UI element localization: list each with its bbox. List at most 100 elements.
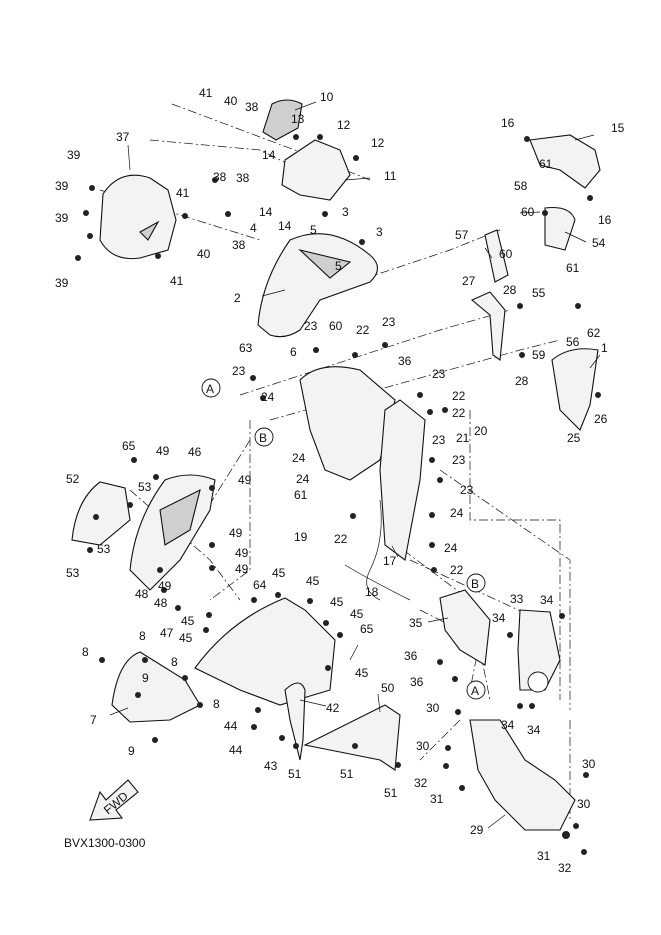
label-45a: 45 bbox=[272, 566, 286, 580]
label-47: 47 bbox=[160, 626, 174, 640]
side-panel-right bbox=[551, 348, 599, 431]
label-12a: 12 bbox=[337, 118, 351, 132]
label-34c: 34 bbox=[501, 718, 515, 732]
label-35: 35 bbox=[409, 616, 423, 630]
bracket-27 bbox=[470, 291, 506, 361]
label-30d: 30 bbox=[577, 797, 591, 811]
label-36b: 36 bbox=[404, 649, 418, 663]
label-48b: 48 bbox=[154, 596, 168, 610]
label-56: 56 bbox=[566, 335, 580, 349]
svg-text:B: B bbox=[471, 577, 479, 591]
label-45c: 45 bbox=[330, 595, 344, 609]
svg-text:A: A bbox=[206, 382, 214, 396]
label-14a: 14 bbox=[262, 148, 276, 162]
label-1: 1 bbox=[601, 341, 608, 355]
label-14b: 14 bbox=[259, 205, 273, 219]
label-11: 11 bbox=[384, 169, 397, 183]
label-9a: 9 bbox=[142, 671, 149, 685]
cable-18 bbox=[344, 564, 411, 601]
label-46: 46 bbox=[188, 445, 202, 459]
label-7: 7 bbox=[90, 713, 97, 727]
label-23f: 23 bbox=[452, 453, 466, 467]
svg-text:A: A bbox=[471, 684, 479, 698]
label-61b: 61 bbox=[566, 261, 580, 275]
label-53a: 53 bbox=[138, 480, 152, 494]
label-60b: 60 bbox=[521, 205, 535, 219]
label-13: 13 bbox=[291, 112, 305, 126]
label-32b: 32 bbox=[558, 861, 572, 875]
label-22a: 22 bbox=[356, 323, 370, 337]
label-57: 57 bbox=[455, 228, 469, 242]
label-39a: 39 bbox=[67, 148, 81, 162]
duct-54 bbox=[544, 206, 576, 251]
diagram-code: BVX1300-0300 bbox=[64, 836, 146, 850]
label-17: 17 bbox=[383, 554, 397, 568]
label-45f: 45 bbox=[179, 631, 193, 645]
fender-piece bbox=[284, 682, 306, 761]
label-22b: 22 bbox=[452, 389, 466, 403]
reference-mark-a-1: A bbox=[201, 378, 221, 398]
label-54: 54 bbox=[592, 236, 606, 250]
cover-33-grommet bbox=[527, 671, 549, 693]
duct-57 bbox=[484, 229, 509, 283]
label-33: 33 bbox=[510, 592, 524, 606]
label-3a: 3 bbox=[342, 205, 349, 219]
label-45e: 45 bbox=[181, 614, 195, 628]
label-63: 63 bbox=[239, 341, 253, 355]
meter-visor bbox=[262, 99, 303, 141]
label-49d: 49 bbox=[235, 546, 249, 560]
cover-50 bbox=[303, 704, 401, 771]
label-24a: 24 bbox=[261, 390, 275, 404]
label-34d: 34 bbox=[527, 723, 541, 737]
label-24e: 24 bbox=[444, 541, 458, 555]
label-36a: 36 bbox=[398, 354, 412, 368]
label-40a: 40 bbox=[224, 94, 238, 108]
label-34b: 34 bbox=[492, 611, 506, 625]
label-49c: 49 bbox=[229, 526, 243, 540]
label-38d: 38 bbox=[232, 238, 246, 252]
under-cowl bbox=[469, 719, 576, 831]
reference-mark-b-2: B bbox=[466, 573, 486, 593]
label-44a: 44 bbox=[224, 719, 238, 733]
label-30c: 30 bbox=[582, 757, 596, 771]
label-30b: 30 bbox=[416, 739, 430, 753]
label-44b: 44 bbox=[229, 743, 243, 757]
cover-52 bbox=[71, 481, 131, 546]
label-51c: 51 bbox=[384, 786, 398, 800]
windscreen-logo bbox=[139, 220, 160, 241]
label-50: 50 bbox=[381, 681, 395, 695]
label-65a: 65 bbox=[122, 439, 136, 453]
label-49f: 49 bbox=[158, 579, 172, 593]
label-22c: 22 bbox=[452, 406, 466, 420]
screen-bracket bbox=[281, 139, 351, 201]
front-cowl-panel bbox=[298, 248, 352, 279]
side-cover-panel-64 bbox=[194, 597, 336, 706]
label-23e: 23 bbox=[432, 433, 446, 447]
assembly-lines bbox=[99, 103, 571, 820]
front-lower-cover bbox=[111, 651, 201, 723]
label-26: 26 bbox=[594, 412, 608, 426]
label-23b: 23 bbox=[382, 315, 396, 329]
reference-mark-b-1: B bbox=[254, 427, 274, 447]
label-36c: 36 bbox=[410, 675, 424, 689]
label-23d: 23 bbox=[432, 367, 446, 381]
label-3b: 3 bbox=[376, 225, 383, 239]
label-53b: 53 bbox=[97, 542, 111, 556]
inner-panel-right bbox=[379, 399, 426, 561]
label-6: 6 bbox=[290, 345, 297, 359]
bracket-15 bbox=[529, 134, 601, 189]
label-51a: 51 bbox=[288, 767, 302, 781]
label-60c: 60 bbox=[499, 247, 513, 261]
svg-text:B: B bbox=[259, 431, 267, 445]
label-52: 52 bbox=[66, 472, 80, 486]
label-30a: 30 bbox=[426, 701, 440, 715]
label-38a: 38 bbox=[245, 100, 259, 114]
inner-panel-center bbox=[299, 366, 396, 481]
label-16b: 16 bbox=[598, 213, 612, 227]
label-14c: 14 bbox=[278, 219, 292, 233]
label-58: 58 bbox=[514, 179, 528, 193]
label-8c: 8 bbox=[171, 655, 178, 669]
fwd-arrow: FWD bbox=[89, 779, 139, 821]
cable-17 bbox=[366, 499, 382, 601]
